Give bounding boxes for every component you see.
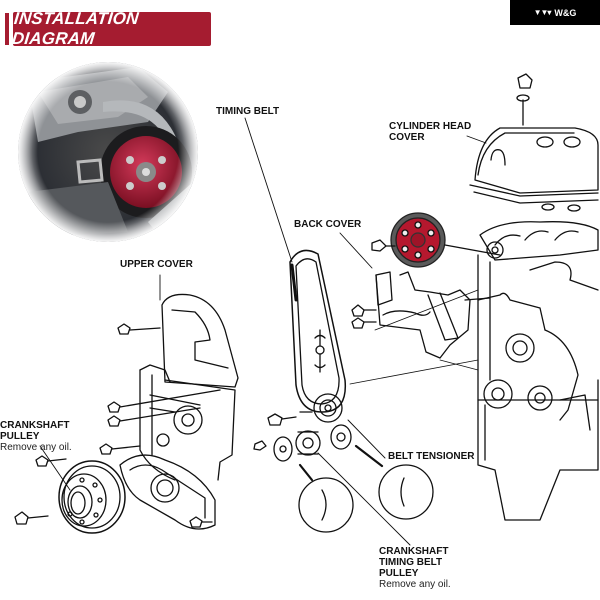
label-upper-cover: UPPER COVER [120, 259, 193, 270]
cam-gear [390, 212, 446, 268]
engine-photo [18, 62, 198, 242]
lower-cover [119, 454, 216, 530]
label-cylinder-head-cover-line2: COVER [389, 132, 425, 143]
label-crank-timing-line2: TIMING BELT [379, 557, 443, 568]
banner-accent-stripe [5, 13, 9, 45]
leader-lines [39, 117, 487, 546]
crankshaft-bolts [14, 455, 213, 528]
label-crank-timing-line3: PULLEY [379, 568, 419, 579]
crankshaft-timing-pulley [253, 424, 352, 462]
upper-cover-bolts [99, 323, 221, 455]
label-cylinder-head-cover-line1: CYLINDER HEAD [389, 121, 472, 132]
cover-bolt [516, 73, 533, 126]
label-back-cover: BACK COVER [294, 219, 362, 230]
label-crankshaft-pulley-line2: PULLEY [0, 431, 40, 442]
back-cover [375, 271, 471, 359]
label-belt-tensioner: BELT TENSIONER [388, 451, 475, 462]
brand-logo-icon: ▼▼▾ [533, 8, 552, 17]
label-timing-belt: TIMING BELT [216, 106, 280, 117]
label-crankshaft-pulley: CRANKSHAFT PULLEY Remove any oil. [0, 420, 72, 453]
brand-name: W&G [554, 7, 577, 18]
label-crank-timing-note: Remove any oil. [379, 579, 451, 590]
cylinder-head-cover [469, 127, 599, 204]
label-crankshaft-pulley-line1: CRANKSHAFT [0, 420, 70, 431]
pulley-detail-callouts [298, 444, 434, 533]
back-cover-bolts [351, 297, 491, 329]
label-cylinder-head-cover: CYLINDER HEAD COVER [389, 121, 471, 143]
title-banner: INSTALLATION DIAGRAM [11, 9, 211, 48]
label-crankshaft-timing-belt-pulley: CRANKSHAFT TIMING BELT PULLEY Remove any… [379, 546, 451, 590]
engine-block [477, 221, 599, 521]
crankshaft-pulley [58, 460, 126, 534]
cam-gear-bolt [371, 239, 501, 256]
label-crankshaft-pulley-note: Remove any oil. [0, 442, 72, 453]
upper-cover [139, 293, 239, 481]
brand-badge: ▼▼▾ W&G [510, 0, 600, 25]
belt-tensioner [267, 393, 343, 426]
label-crank-timing-line1: CRANKSHAFT [379, 546, 449, 557]
engine-photo-illustration [18, 62, 198, 242]
timing-belt [289, 249, 347, 413]
